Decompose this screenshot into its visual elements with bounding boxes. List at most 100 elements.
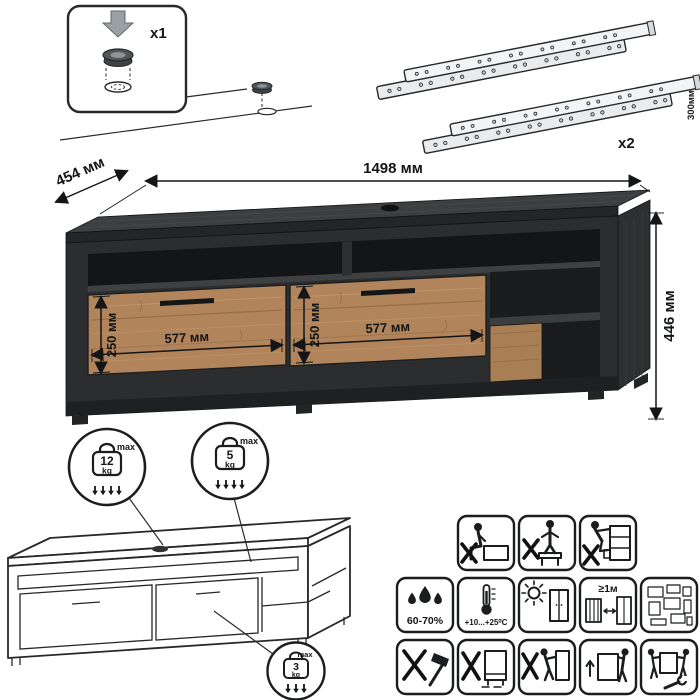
load-unit: kg [225, 460, 235, 470]
outline-niche [17, 556, 299, 590]
leader-line [233, 497, 252, 563]
drawer-height-label: 250 мм [307, 303, 322, 348]
load-badge-top: 12 kg max [67, 427, 147, 507]
parts-layout [647, 584, 693, 626]
cabinet-icon [549, 589, 569, 622]
cabinet-icon [555, 650, 570, 681]
insert-guide-lines [105, 68, 131, 80]
compartment-side-panel [489, 322, 543, 383]
cabinet-icon [659, 652, 678, 674]
drawer-width-label: 577 мм [164, 329, 209, 346]
no-dragging-icon [456, 638, 516, 696]
keep-distance-from-heat-icon: ≥1м [578, 576, 638, 634]
wood-grain-compartment [492, 330, 540, 363]
drawer-width-label: 577 мм [365, 319, 410, 336]
load-unit: kg [102, 466, 112, 476]
plinth [66, 376, 618, 416]
outline-cabinet [7, 517, 351, 666]
dimension-height: 446 мм [648, 210, 678, 422]
slide-length-label: 300мм [686, 90, 697, 120]
lift-to-move-icon [578, 638, 638, 696]
dimension-drawer-right-width: 577 мм [291, 319, 485, 352]
leg [588, 390, 604, 400]
cabinet-icon [481, 650, 507, 688]
height-label: 446 мм [661, 290, 678, 341]
care-icons-grid: 60-70% +10...+25⁰C [395, 514, 699, 696]
icon-frame [578, 514, 638, 572]
wood-grain-side [625, 213, 643, 386]
wrench-icon [663, 675, 688, 690]
cabinet-icon [616, 596, 632, 625]
icon-frame [578, 638, 638, 696]
leader-line [213, 610, 274, 655]
heat-distance-label: ≥1м [598, 583, 618, 595]
panel-hole [257, 107, 277, 116]
dimension-drawer-left-width: 577 мм [89, 329, 285, 362]
load-max-label: max [240, 436, 258, 446]
cable-grommet-icon [102, 48, 134, 67]
grommet-count-label: x1 [150, 25, 167, 42]
load-max-label: max [117, 442, 135, 452]
hammer-icon [428, 653, 449, 687]
icon-frame [456, 514, 516, 572]
hardware-callout-panel: x1 [66, 4, 188, 114]
cabinet-icon [597, 653, 619, 681]
cable-hole [381, 204, 399, 212]
no-hammering-icon [395, 638, 455, 696]
thermometer-icon [481, 584, 496, 615]
load-unit: kg [292, 672, 300, 679]
no-standing-icon [517, 514, 577, 572]
up-arrow-icon [585, 660, 595, 677]
outline-right-drawer [155, 577, 259, 641]
slide-rail-icon [373, 20, 659, 101]
load-badge-drawer: 3 kg max [266, 641, 326, 700]
leader-line [128, 497, 164, 546]
two-person-assembly-icon [639, 638, 699, 696]
grommet-install-sketch [59, 81, 313, 141]
temperature-range-icon: +10...+25⁰C [456, 576, 516, 634]
niche-shelf-edge [88, 261, 600, 292]
weight-icon [289, 651, 303, 660]
temperature-label: +10...+25⁰C [465, 618, 508, 627]
depth-label: 454 мм [53, 154, 107, 190]
water-drops-icon [408, 585, 442, 605]
no-climbing-icon [578, 514, 638, 572]
drawer-handle [361, 288, 415, 296]
icon-frame [517, 576, 577, 634]
tv-stand-figure: 1498 мм 454 мм 446 мм 250 мм 250 мм [53, 154, 678, 425]
humidity-label: 60-70% [407, 615, 444, 627]
down-arrows [284, 683, 308, 695]
humidity-range-icon: 60-70% [395, 576, 455, 634]
compartment-shelf [490, 312, 600, 326]
dimension-depth: 454 мм [53, 154, 129, 204]
outline-handle [195, 591, 221, 595]
load-value: 5 [227, 448, 234, 462]
leg [72, 415, 88, 425]
outline-open-section [261, 577, 331, 632]
sun-icon [521, 580, 547, 606]
no-sitting-icon [456, 514, 516, 572]
width-label: 1498 мм [363, 160, 423, 177]
parts-diagram-icon [639, 576, 699, 634]
niche-divider [342, 241, 352, 276]
load-value: 12 [100, 454, 114, 468]
leg [296, 404, 312, 414]
icon-frame [395, 638, 455, 696]
load-max-label: max [297, 650, 313, 659]
grommet-hole [104, 81, 132, 93]
load-value: 3 [293, 661, 299, 673]
load-badge-shelf: 5 kg max [190, 421, 270, 501]
weight-icon [221, 436, 239, 448]
outline-cable-hole [152, 545, 168, 553]
insert-down-arrow-icon [101, 10, 135, 38]
icon-frame [395, 576, 455, 634]
slide-count-label: x2 [618, 135, 635, 152]
outline-left-drawer [19, 584, 153, 650]
distance-arrow-icon [603, 608, 617, 614]
no-pushing-loaded-icon [517, 638, 577, 696]
wood-grain-top [76, 194, 640, 229]
drawer-handle [160, 298, 214, 306]
cable-grommet-small-icon [251, 81, 273, 94]
